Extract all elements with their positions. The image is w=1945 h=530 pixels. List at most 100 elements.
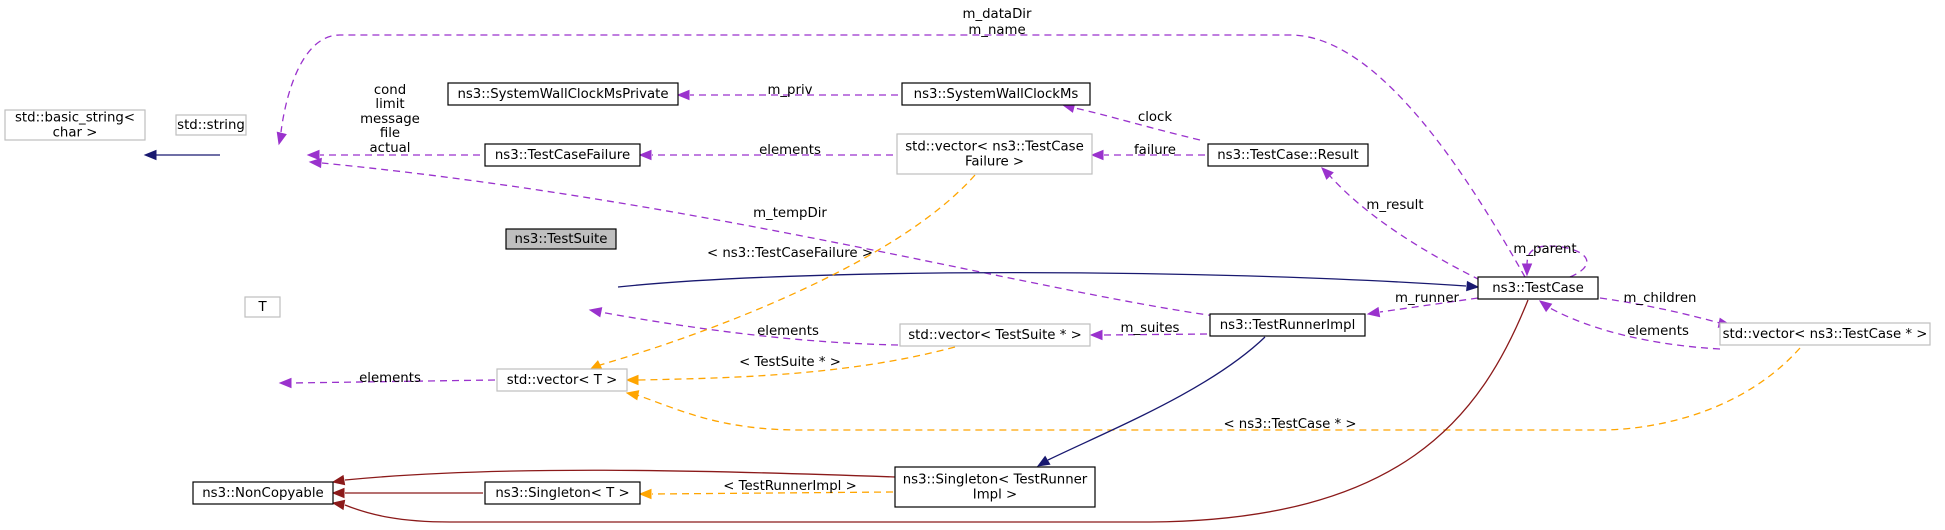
edge-children-edge-label: m_children [1624, 291, 1697, 306]
edge-children-edge: m_children [1599, 291, 1732, 328]
edge-runner-edge-label: m_runner [1395, 291, 1460, 306]
edge-suites-edge-label: m_suites [1121, 321, 1180, 336]
class-node-label: ns3::TestCase [1492, 281, 1584, 296]
class-node-vector-t[interactable]: std::vector< T > [496, 368, 628, 392]
class-node-label: ns3::Singleton< T > [495, 486, 629, 501]
edge-t-elements-label: elements [359, 371, 421, 386]
edge-parent-edge-label: m_parent [1513, 242, 1576, 257]
class-node-result[interactable]: ns3::TestCase::Result [1207, 143, 1369, 167]
edge-singleton-t-noncopy [331, 487, 483, 499]
edge-priv: m_priv [676, 83, 898, 101]
class-node-test-case[interactable]: ns3::TestCase [1477, 276, 1599, 300]
class-node-label: std::vector< TestSuite * > [908, 328, 1081, 343]
class-node-label: Failure > [965, 155, 1024, 170]
edge-result-edge-label: m_result [1366, 198, 1423, 213]
edge-failure-string-label: limit [375, 97, 404, 112]
edge-singleton-t-noncopy-arrowhead [331, 487, 345, 499]
edge-data-dir-label: m_name [968, 23, 1025, 38]
edge-suite-inherit-arrowhead [1466, 280, 1480, 292]
edge-string-basic [143, 149, 220, 161]
edge-vsuite-elements-label: elements [757, 324, 819, 339]
class-node-label: std::vector< ns3::TestCase [905, 140, 1084, 155]
edge-tpl-suite: < TestSuite * > [625, 346, 956, 386]
edge-vsuite-elements: elements [588, 307, 899, 346]
class-node-label: ns3::SystemWallClockMs [914, 87, 1079, 102]
edge-vcase-elements-label: elements [1627, 324, 1689, 339]
class-node-label: std::vector< ns3::TestCase * > [1723, 327, 1928, 342]
edge-vcase-elements-arrowhead [1538, 300, 1553, 313]
edge-tpl-case-arrowhead [625, 390, 640, 401]
edge-tpl-runner-arrowhead [638, 488, 652, 500]
edge-tpl-failure-label: < ns3::TestCaseFailure > [707, 246, 873, 261]
class-node-vector-suite[interactable]: std::vector< TestSuite * > [899, 323, 1091, 347]
edge-tpl-runner: < TestRunnerImpl > [638, 479, 894, 500]
edge-tpl-case: < ns3::TestCase * > [625, 347, 1801, 432]
class-node-runner-impl[interactable]: ns3::TestRunnerImpl [1209, 313, 1366, 337]
edge-t-elements: elements [278, 371, 496, 389]
class-node-label: ns3::NonCopyable [202, 486, 323, 501]
edge-singleton-noncopy [331, 469, 896, 486]
edge-suites-edge: m_suites [1089, 321, 1208, 341]
edge-result-edge: m_result [1321, 167, 1481, 281]
edge-runner-singleton [1036, 336, 1266, 467]
edge-failure-edge-arrowhead [1090, 149, 1104, 161]
edge-tpl-suite-label: < TestSuite * > [739, 355, 841, 370]
edge-temp-dir: m_tempDir [308, 157, 1216, 317]
class-node-vector-failure[interactable]: std::vector< ns3::TestCaseFailure > [896, 133, 1093, 175]
class-node-vector-case[interactable]: std::vector< ns3::TestCase * > [1719, 322, 1931, 346]
class-node-clock[interactable]: ns3::SystemWallClockMs [901, 82, 1091, 106]
class-node-singleton-t[interactable]: ns3::Singleton< T > [484, 481, 641, 505]
edge-failure-string-label: cond [374, 83, 406, 98]
edge-string-basic-arrowhead [143, 149, 157, 161]
edge-runner-edge: m_runner [1366, 291, 1479, 318]
edge-vcase-elements: elements [1538, 300, 1721, 350]
edge-testcase-noncopy [331, 299, 1529, 523]
edge-suites-edge-arrowhead [1089, 329, 1103, 341]
edge-clock-edge-label: clock [1138, 110, 1172, 125]
class-node-label: T [257, 300, 267, 315]
edge-vsuite-elements-arrowhead [588, 307, 603, 318]
class-node-singleton-runner[interactable]: ns3::Singleton< TestRunnerImpl > [894, 466, 1096, 508]
edge-failure-string-label: message [360, 112, 420, 127]
class-node-label: std::vector< T > [507, 373, 618, 388]
edge-vfail-elements-arrowhead [638, 149, 652, 161]
edge-runner-edge-arrowhead [1366, 306, 1381, 318]
class-node-label: char > [53, 126, 98, 141]
edge-failure-string-arrowhead [306, 149, 320, 161]
edge-tpl-runner-label: < TestRunnerImpl > [723, 479, 857, 494]
class-node-label: ns3::TestCase::Result [1217, 148, 1359, 163]
class-node-test-case-failure[interactable]: ns3::TestCaseFailure [484, 143, 641, 167]
edge-vfail-elements-label: elements [759, 143, 821, 158]
edge-temp-dir-label: m_tempDir [753, 206, 827, 221]
edge-parent-edge: m_parent [1513, 242, 1588, 278]
edge-singleton-noncopy-arrowhead [331, 474, 346, 486]
edge-priv-label: m_priv [767, 83, 812, 98]
class-node-clock-private[interactable]: ns3::SystemWallClockMsPrivate [447, 82, 679, 106]
edge-data-dir-arrowhead [276, 131, 287, 146]
class-node-label: ns3::SystemWallClockMsPrivate [457, 87, 668, 102]
edge-priv-arrowhead [676, 89, 690, 101]
class-node-t[interactable]: T [244, 296, 281, 318]
edge-failure-edge: failure [1090, 143, 1205, 161]
class-node-label: ns3::TestRunnerImpl [1220, 318, 1356, 333]
edge-tpl-case-label: < ns3::TestCase * > [1223, 417, 1356, 432]
edge-vfail-elements: elements [638, 143, 893, 161]
class-node-label: std::basic_string< [15, 111, 135, 126]
class-node-label: ns3::TestCaseFailure [495, 148, 630, 163]
edge-t-elements-arrowhead [278, 377, 292, 389]
edge-failure-edge-label: failure [1134, 143, 1176, 158]
edge-data-dir-label: m_dataDir [963, 7, 1032, 22]
edge-temp-dir-arrowhead [308, 157, 322, 169]
class-node-non-copyable[interactable]: ns3::NonCopyable [192, 481, 334, 505]
class-node-basic-string[interactable]: std::basic_string<char > [4, 109, 146, 141]
edge-tpl-failure: < ns3::TestCaseFailure > [588, 174, 976, 371]
edge-failure-string-label: actual [370, 141, 411, 156]
class-node-label: std::string [177, 118, 245, 133]
class-node-test-suite[interactable]: ns3::TestSuite [505, 228, 617, 250]
class-node-string[interactable]: std::string [175, 114, 247, 136]
edge-testcase-noncopy-arrowhead [331, 499, 346, 511]
edge-result-edge-arrowhead [1321, 167, 1334, 180]
class-node-label: ns3::Singleton< TestRunner [903, 473, 1088, 488]
